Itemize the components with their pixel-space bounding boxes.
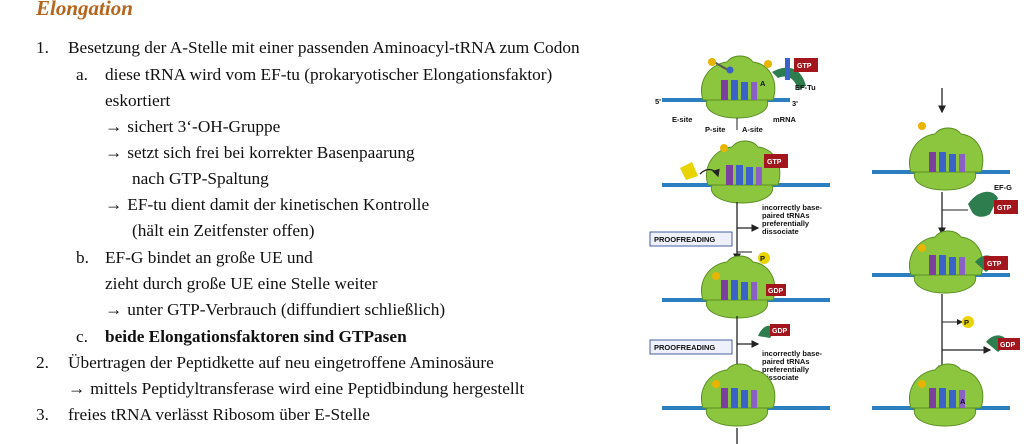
- arrow-line: →unter GTP-Verbrauch (diffundiert schlie…: [105, 300, 445, 320]
- svg-text:P: P: [760, 254, 765, 263]
- arrow-line: →sichert 3‘-OH-Gruppe: [105, 117, 280, 137]
- ef-tu-shape: [772, 67, 806, 90]
- list-number: 2.: [36, 353, 49, 372]
- svg-text:incorrectly base-: incorrectly base-: [762, 349, 823, 358]
- svg-text:GTP: GTP: [797, 63, 812, 70]
- svg-text:preferentially: preferentially: [762, 365, 810, 374]
- svg-text:GTP: GTP: [767, 159, 782, 166]
- arrow-text: setzt sich frei bei korrekter Basenpaaru…: [127, 143, 415, 162]
- svg-text:PROOFREADING: PROOFREADING: [654, 343, 715, 352]
- arrow-text: EF-tu dient damit der kinetischen Kontro…: [127, 195, 430, 214]
- three-prime-label: 3': [792, 99, 798, 108]
- ribosome-right-3: A: [872, 363, 1010, 427]
- arrow-text: unter GTP-Verbrauch (diffundiert schließ…: [127, 300, 446, 319]
- list-number: 1.: [36, 38, 49, 57]
- svg-text:dissociate: dissociate: [762, 227, 799, 236]
- sub-item-text-continued: zieht durch große UE eine Stelle weiter: [105, 274, 378, 293]
- arrow-line: →mittels Peptidyltransferase wird eine P…: [68, 379, 524, 399]
- list-item-2: 2. Übertragen der Peptidkette auf neu ei…: [36, 353, 494, 373]
- list-number: 3.: [36, 405, 49, 424]
- arrow-right-icon: →: [105, 143, 123, 162]
- list-item-3: 3. freies tRNA verlässt Ribosom über E-S…: [36, 405, 370, 425]
- ef-tu-label: EF-Tu: [795, 83, 816, 92]
- arrow-line: →setzt sich frei bei korrekter Basenpaar…: [105, 143, 415, 163]
- ef-g-label: EF-G: [994, 183, 1012, 192]
- svg-text:paired tRNAs: paired tRNAs: [762, 357, 810, 366]
- svg-text:P: P: [964, 318, 969, 327]
- list-item-text: Übertragen der Peptidkette auf neu einge…: [68, 353, 494, 372]
- svg-text:GDP: GDP: [1000, 342, 1016, 349]
- svg-text:GDP: GDP: [772, 328, 788, 335]
- list-letter: a.: [76, 65, 88, 84]
- ribosome-right-2: GTP: [872, 230, 1010, 294]
- svg-text:dissociate: dissociate: [762, 373, 799, 382]
- ef-g-binding: EF-G GTP: [938, 183, 1018, 236]
- sub-item-text: diese tRNA wird vom EF-tu (prokaryotisch…: [105, 65, 553, 84]
- sub-item-c: c. beide Elongationsfaktoren sind GTPase…: [76, 327, 407, 347]
- proofreading-label: PROOFREADING: [654, 235, 715, 244]
- list-letter: c.: [76, 327, 88, 346]
- arrow-right-icon: →: [105, 195, 123, 214]
- sub-item-text-continued: eskortiert: [105, 91, 171, 110]
- a-site-label: A-site: [742, 125, 763, 134]
- sub-item-a: a. diese tRNA wird vom EF-tu (prokaryoti…: [76, 65, 552, 85]
- proofreading-step-1: PROOFREADING incorrectly base- paired tR…: [649, 202, 823, 264]
- section-title: Elongation: [36, 0, 133, 20]
- p-site-label: P-site: [705, 125, 725, 134]
- a-site-letter: A: [760, 79, 766, 88]
- arrow-text: sichert 3‘-OH-Gruppe: [127, 117, 281, 136]
- mrna-label: mRNA: [773, 115, 797, 124]
- svg-text:A: A: [960, 397, 966, 406]
- ribosome-step-1: 5' 3' A mRNA E-site P-site A-site GTP EF…: [655, 55, 818, 134]
- svg-text:GDP: GDP: [768, 288, 784, 295]
- list-letter: b.: [76, 248, 89, 267]
- ribosome-right-1: [872, 88, 1010, 191]
- e-site-label: E-site: [672, 115, 692, 124]
- svg-text:preferentially: preferentially: [762, 219, 810, 228]
- ribosome-step-3: GDP: [662, 255, 830, 319]
- arrow-right-icon: →: [68, 379, 86, 398]
- svg-text:paired tRNAs: paired tRNAs: [762, 211, 810, 220]
- list-item-text: freies tRNA verlässt Ribosom über E-Stel…: [68, 405, 370, 424]
- gtp-tag: [794, 58, 818, 72]
- proofreading-step-2: PROOFREADING GDP incorrectly base- paire…: [649, 316, 823, 382]
- list-item-1: 1. Besetzung der A-Stelle mit einer pass…: [36, 38, 580, 58]
- sub-item-b: b. EF-G bindet an große UE und: [76, 248, 313, 268]
- gtp-hydrolysis-right: P GDP: [938, 294, 1020, 374]
- ef-g-shape: [968, 191, 998, 217]
- sub-item-text: beide Elongationsfaktoren sind GTPasen: [105, 327, 407, 346]
- arrow-text-continued: nach GTP-Spaltung: [132, 169, 269, 188]
- ribosome-step-2: GTP: [662, 140, 830, 204]
- arrow-text-continued: (hält ein Zeitfenster offen): [132, 221, 315, 240]
- list-item-text: Besetzung der A-Stelle mit einer passend…: [68, 38, 580, 57]
- ribosome-step-4: [662, 363, 830, 444]
- arrow-line: →EF-tu dient damit der kinetischen Kontr…: [105, 195, 429, 215]
- arrow-text: mittels Peptidyltransferase wird eine Pe…: [90, 379, 525, 398]
- svg-text:incorrectly base-: incorrectly base-: [762, 203, 823, 212]
- five-prime-label: 5': [655, 97, 661, 106]
- svg-text:GTP: GTP: [997, 205, 1012, 212]
- arrow-right-icon: →: [105, 300, 123, 319]
- sub-item-text: EF-G bindet an große UE und: [105, 248, 313, 267]
- svg-text:GTP: GTP: [987, 261, 1002, 268]
- arrow-right-icon: →: [105, 117, 123, 136]
